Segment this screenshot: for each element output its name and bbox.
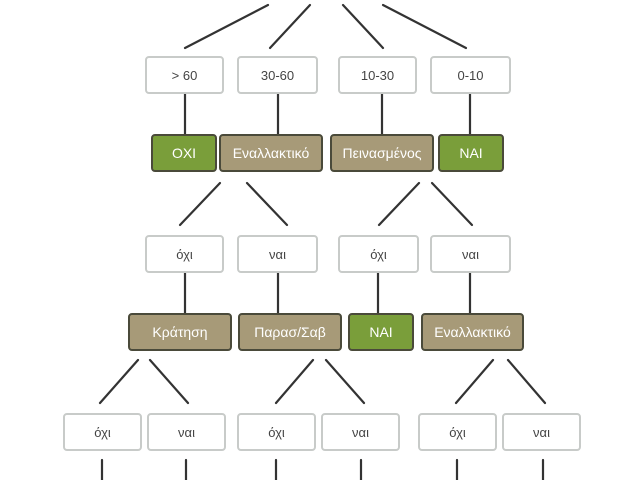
connector-line [341, 3, 385, 50]
answer-label: 0-10 [457, 67, 484, 83]
decision-yes: ΝΑΙ [438, 134, 504, 172]
connector-line [268, 3, 312, 50]
answer-label: > 60 [171, 67, 198, 83]
decision-label: Κράτηση [152, 324, 208, 340]
answer-label: όχι [268, 424, 285, 440]
answer-label: ναι [352, 424, 369, 440]
answer-label: όχι [370, 246, 387, 262]
decision-label: Πεινασμένος [342, 145, 422, 161]
answer-yes: ναι [147, 413, 226, 451]
answer-label: όχι [176, 246, 193, 262]
connector-line [148, 358, 190, 405]
connector-line [506, 358, 547, 405]
answer-yes: ναι [237, 235, 318, 273]
answer-label: 30-60 [260, 67, 295, 83]
connector-line [324, 358, 366, 405]
decision-fri-sat: Παρασ/Σαβ [238, 313, 342, 351]
connector-line [454, 358, 495, 405]
answer-range-0-10: 0-10 [430, 56, 511, 94]
decision-alternative: Εναλλακτικό [421, 313, 524, 351]
decision-yes: ΝΑΙ [348, 313, 414, 351]
connector-line [430, 181, 474, 227]
connector-line [381, 3, 468, 50]
answer-range-10-30: 10-30 [338, 56, 417, 94]
answer-label: ναι [533, 424, 550, 440]
decision-label: Εναλλακτικό [434, 324, 511, 340]
decision-label: Παρασ/Σαβ [254, 324, 326, 340]
answer-range-30-60: 30-60 [237, 56, 318, 94]
connector-line [377, 181, 421, 227]
answer-yes: ναι [502, 413, 581, 451]
decision-label: ΝΑΙ [459, 145, 483, 161]
connector-line [274, 358, 315, 405]
answer-range-over-60: > 60 [145, 56, 224, 94]
decision-label: Εναλλακτικό [232, 145, 310, 161]
answer-yes: ναι [321, 413, 400, 451]
answer-no: όχι [145, 235, 224, 273]
connector-line [245, 181, 289, 227]
connector-line [183, 3, 270, 50]
decision-reservation: Κράτηση [128, 313, 232, 351]
answer-label: ναι [462, 246, 479, 262]
decision-no: ΟΧΙ [151, 134, 217, 172]
answer-yes: ναι [430, 235, 511, 273]
answer-label: όχι [94, 424, 111, 440]
decision-hungry: Πεινασμένος [330, 134, 434, 172]
decision-label: ΝΑΙ [369, 324, 393, 340]
connector-line [178, 181, 222, 227]
answer-label: 10-30 [360, 67, 395, 83]
answer-label: ναι [178, 424, 195, 440]
answer-label: ναι [269, 246, 286, 262]
decision-alternative: Εναλλακτικό [219, 134, 323, 172]
decision-label: ΟΧΙ [171, 145, 197, 161]
answer-no: όχι [418, 413, 497, 451]
answer-no: όχι [338, 235, 419, 273]
answer-label: όχι [449, 424, 466, 440]
answer-no: όχι [237, 413, 316, 451]
connector-line [98, 358, 140, 405]
answer-no: όχι [63, 413, 142, 451]
